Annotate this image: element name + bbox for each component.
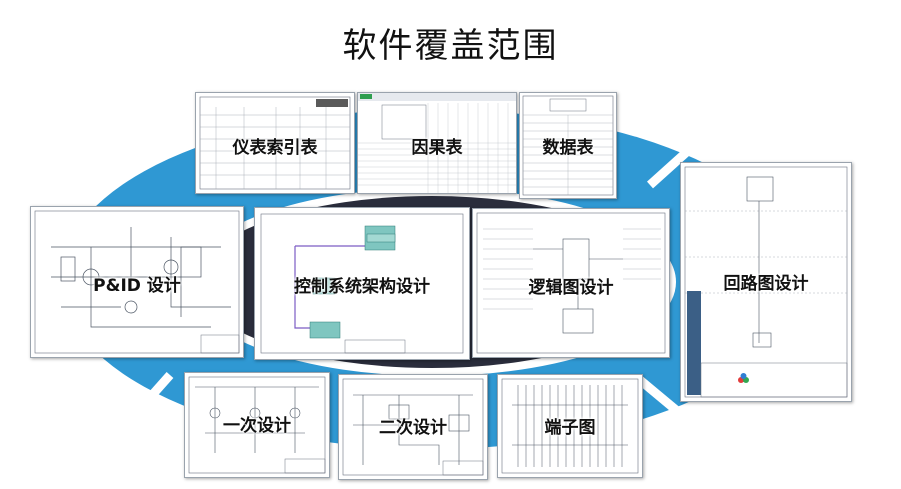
card-label-data-sheet: 数据表	[542, 138, 594, 158]
loop-thumbnail	[684, 166, 848, 398]
card-loop-diagram[interactable]: 回路图设计	[680, 162, 852, 402]
card-label-terminal-diagram: 端子图	[544, 418, 596, 438]
table-sheet-thumbnail	[199, 96, 351, 190]
card-data-sheet[interactable]: 数据表	[519, 92, 617, 199]
page-title: 软件覆盖范围	[342, 26, 559, 66]
card-terminal-diagram[interactable]: 端子图	[497, 374, 643, 478]
card-logic-diagram[interactable]: 逻辑图设计	[472, 208, 670, 358]
architecture-thumbnail	[260, 213, 464, 354]
card-secondary-design[interactable]: 二次设计	[338, 374, 488, 480]
card-label-cause-effect: 因果表	[411, 138, 463, 158]
secondary-thumbnail	[342, 378, 484, 476]
card-label-secondary-design: 二次设计	[379, 418, 447, 438]
card-pid-design[interactable]: P&ID 设计	[30, 206, 244, 358]
card-label-instrument-index: 仪表索引表	[232, 138, 318, 158]
pid-thumbnail	[34, 210, 240, 354]
logic-thumbnail	[476, 212, 666, 354]
card-label-pid-design: P&ID 设计	[93, 276, 181, 296]
datasheet-thumbnail	[522, 95, 614, 196]
primary-thumbnail	[188, 376, 326, 474]
spreadsheet-thumbnail	[358, 93, 516, 193]
card-control-architecture[interactable]: 控制系统架构设计	[254, 207, 470, 360]
card-primary-design[interactable]: 一次设计	[184, 372, 330, 478]
card-instrument-index[interactable]: 仪表索引表	[195, 92, 355, 194]
card-label-control-architecture: 控制系统架构设计	[294, 277, 430, 297]
aucotec-logo-icon	[738, 373, 749, 383]
ring-separators	[126, 106, 704, 434]
terminal-thumbnail	[501, 378, 639, 474]
card-label-logic-diagram: 逻辑图设计	[528, 278, 614, 298]
card-cause-effect[interactable]: 因果表	[357, 92, 517, 194]
card-label-loop-diagram: 回路图设计	[723, 274, 809, 294]
card-label-primary-design: 一次设计	[223, 416, 291, 436]
